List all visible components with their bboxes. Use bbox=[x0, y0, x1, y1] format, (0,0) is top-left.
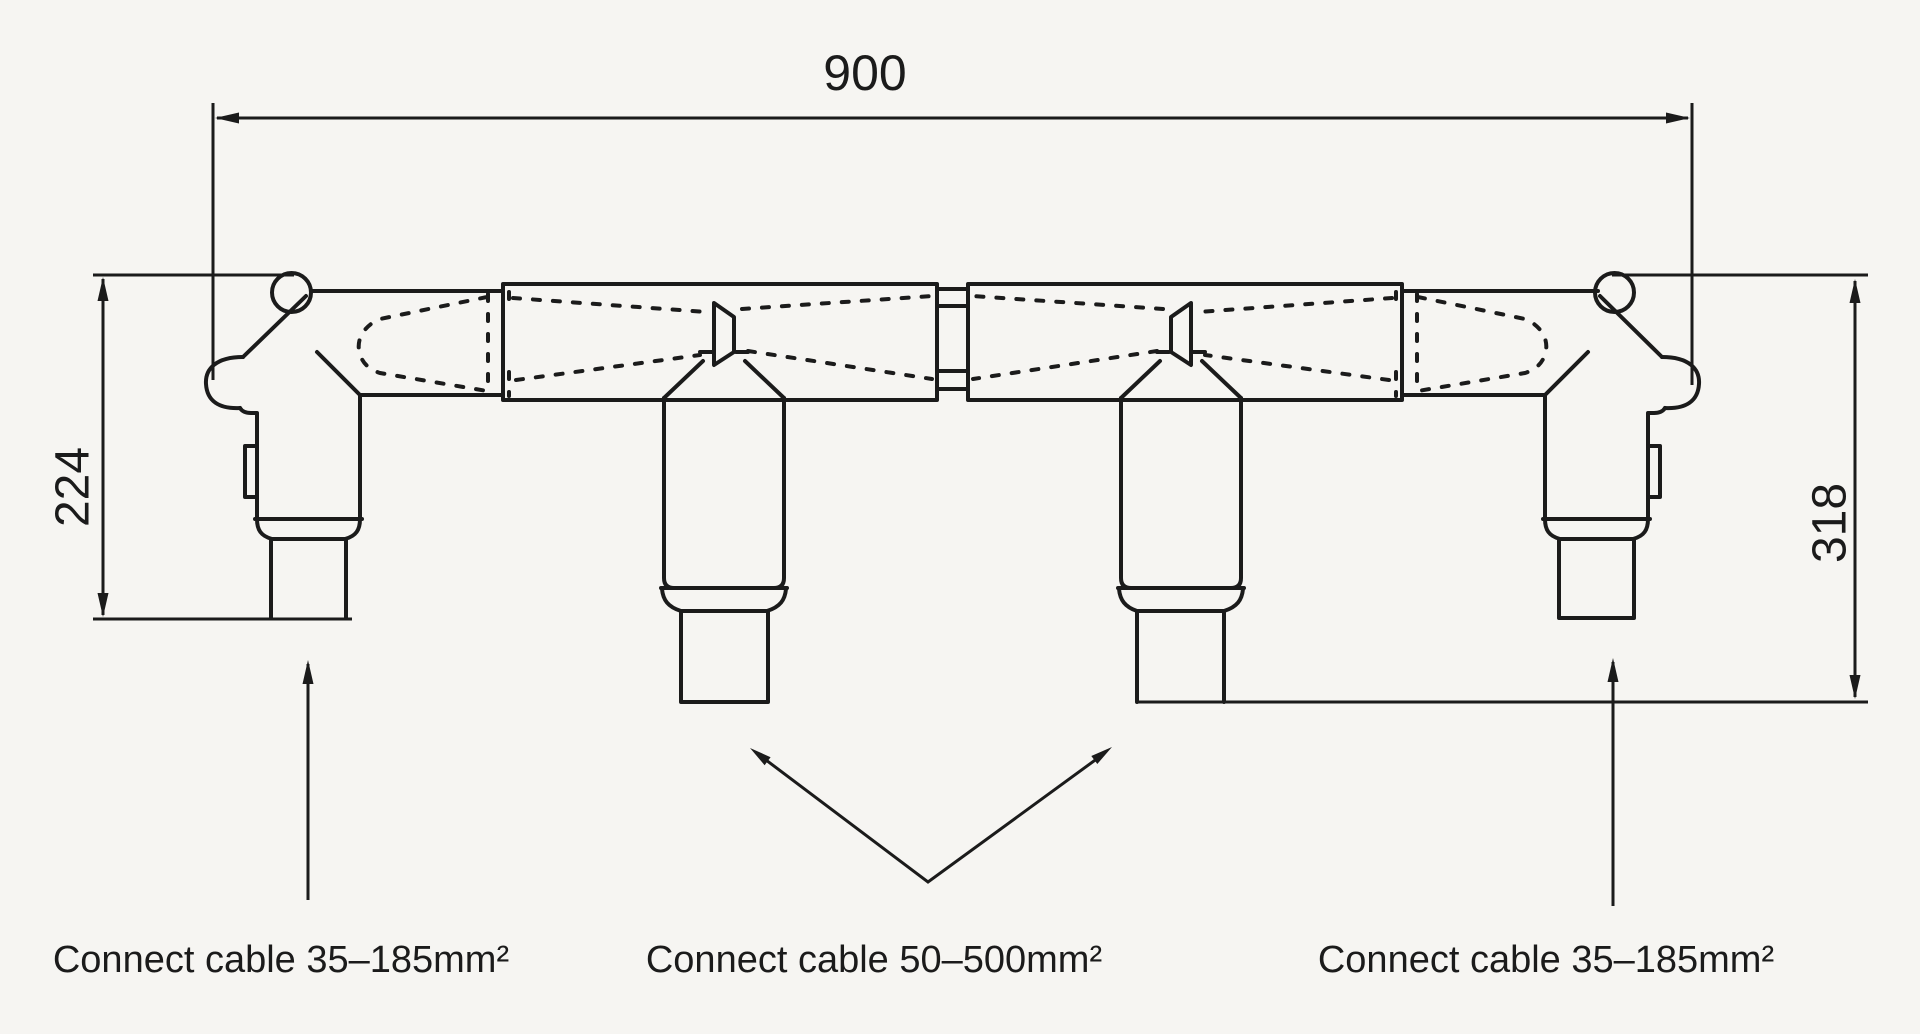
middle-left-branch-shoulders bbox=[662, 359, 786, 400]
right-outer-connector bbox=[1400, 271, 1702, 620]
dimension-right-height: 318 bbox=[1137, 273, 1868, 704]
right-callout-arrow bbox=[1607, 658, 1619, 682]
middle-right-branch-shoulders bbox=[1119, 359, 1243, 400]
callout-labels: Connect cable 35–185mm² Connect cable 50… bbox=[53, 939, 1774, 981]
middle-left-cable-stub bbox=[679, 609, 770, 704]
left-height-arrow-bottom bbox=[97, 593, 109, 617]
right-crimp-cone bbox=[1169, 301, 1193, 367]
right-connector-side-tab bbox=[1646, 444, 1662, 499]
left-connector-taper bbox=[255, 517, 362, 541]
left-connector-inner-edge bbox=[315, 350, 505, 521]
left-connector-side-bump bbox=[203, 355, 245, 411]
left-connector-left-edge bbox=[238, 406, 259, 521]
left-cable-end-outline bbox=[356, 292, 490, 395]
width-arrow-left bbox=[215, 112, 239, 124]
right-connector-taper bbox=[1543, 517, 1650, 541]
left-sleeve-barrel bbox=[501, 282, 939, 402]
left-outer-connector bbox=[203, 271, 505, 620]
left-callout-label: Connect cable 35–185mm² bbox=[53, 939, 509, 981]
left-connector-side-tab bbox=[243, 444, 259, 499]
coupling-bars bbox=[935, 287, 970, 391]
right-sleeve-barrel bbox=[966, 282, 1404, 402]
left-height-dimension-value: 224 bbox=[47, 447, 100, 527]
width-extension-lines bbox=[211, 103, 1694, 385]
middle-right-branch-body bbox=[1119, 396, 1243, 590]
right-height-dimension-value: 318 bbox=[1804, 483, 1857, 563]
right-connector-side-bump bbox=[1660, 355, 1702, 411]
middle-callout-label: Connect cable 50–500mm² bbox=[646, 939, 1102, 981]
middle-left-branch-collar bbox=[659, 586, 789, 613]
dimension-left-height: 224 bbox=[47, 273, 352, 621]
callout-leaders bbox=[302, 658, 1619, 906]
left-connector-bolt-circle bbox=[270, 271, 313, 314]
left-crimp-cone bbox=[712, 301, 736, 367]
right-height-extension-lines bbox=[1137, 273, 1868, 704]
right-callout-label: Connect cable 35–185mm² bbox=[1318, 939, 1774, 981]
center-coupling bbox=[935, 287, 970, 391]
left-connector-angled-face bbox=[241, 294, 308, 359]
middle-left-branch-body bbox=[662, 396, 786, 590]
right-cable-end-outline bbox=[1415, 292, 1549, 395]
dimension-overall-width: 900 bbox=[211, 45, 1694, 385]
middle-callout-arrow-right bbox=[1091, 747, 1112, 764]
middle-right-branch bbox=[1116, 359, 1246, 704]
right-height-arrow-bottom bbox=[1849, 675, 1861, 699]
middle-left-branch bbox=[659, 359, 789, 704]
middle-right-cable-stub bbox=[1135, 609, 1226, 704]
left-sleeve-rect bbox=[501, 282, 939, 402]
width-arrow-right bbox=[1666, 112, 1690, 124]
left-connector-cable-stub bbox=[269, 537, 348, 620]
right-connector-inner-edge bbox=[1400, 350, 1590, 521]
width-dimension-value: 900 bbox=[823, 45, 906, 101]
left-height-extension-lines bbox=[93, 273, 352, 621]
right-sleeve-rect bbox=[966, 282, 1404, 402]
right-height-arrow-top bbox=[1849, 279, 1861, 303]
middle-callout-arrow-left bbox=[750, 748, 771, 766]
left-crimp-symbol bbox=[698, 301, 750, 367]
middle-right-branch-collar bbox=[1116, 586, 1246, 613]
right-connector-cable-stub bbox=[1557, 537, 1636, 620]
left-height-arrow-top bbox=[97, 277, 109, 301]
right-crimp-symbol bbox=[1155, 301, 1207, 367]
middle-callout-leader bbox=[761, 755, 1099, 884]
right-connector-right-edge bbox=[1646, 406, 1667, 521]
right-connector-bolt-circle bbox=[1593, 271, 1636, 314]
hidden-cable-lines bbox=[356, 290, 1549, 398]
right-connector-angled-face bbox=[1598, 294, 1664, 359]
left-callout-arrow bbox=[302, 660, 314, 684]
